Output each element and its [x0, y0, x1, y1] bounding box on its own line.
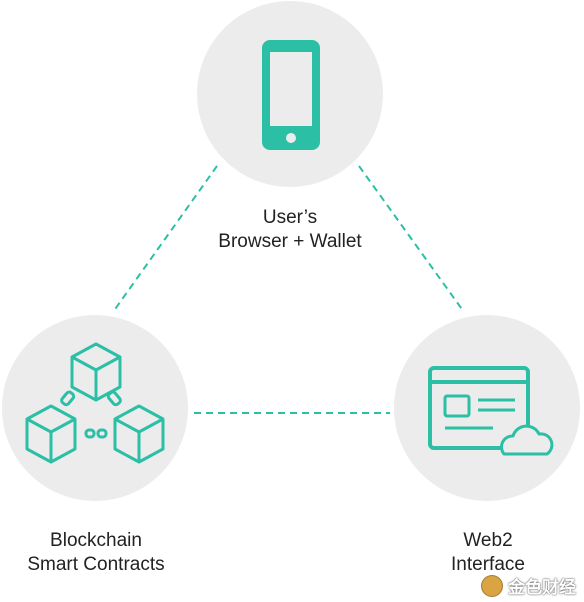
web2-node-circle	[394, 315, 580, 501]
smartphone-icon	[262, 40, 320, 150]
wallet-node-label: User’s Browser + Wallet	[170, 206, 410, 254]
browser-window-cloud-icon	[428, 366, 554, 456]
blockchain-label-line1: Blockchain	[50, 530, 142, 551]
connector-wallet-blockchain	[112, 165, 218, 313]
connector-wallet-web2	[358, 165, 465, 313]
web2-label-line2: Interface	[451, 554, 525, 575]
chained-blocks-icon	[25, 342, 165, 464]
wallet-label-line2: Browser + Wallet	[218, 231, 362, 252]
blockchain-label-line2: Smart Contracts	[27, 554, 165, 575]
web2-label-line1: Web2	[463, 530, 513, 551]
watermark: 金色财经	[481, 573, 576, 598]
watermark-logo-icon	[481, 574, 503, 597]
blockchain-node-circle	[2, 315, 188, 501]
blockchain-node-label: Blockchain Smart Contracts	[0, 529, 192, 577]
wallet-label-line1: User’s	[262, 207, 318, 228]
watermark-text: 金色财经	[508, 578, 576, 598]
web2-node-label: Web2 Interface	[400, 529, 576, 577]
